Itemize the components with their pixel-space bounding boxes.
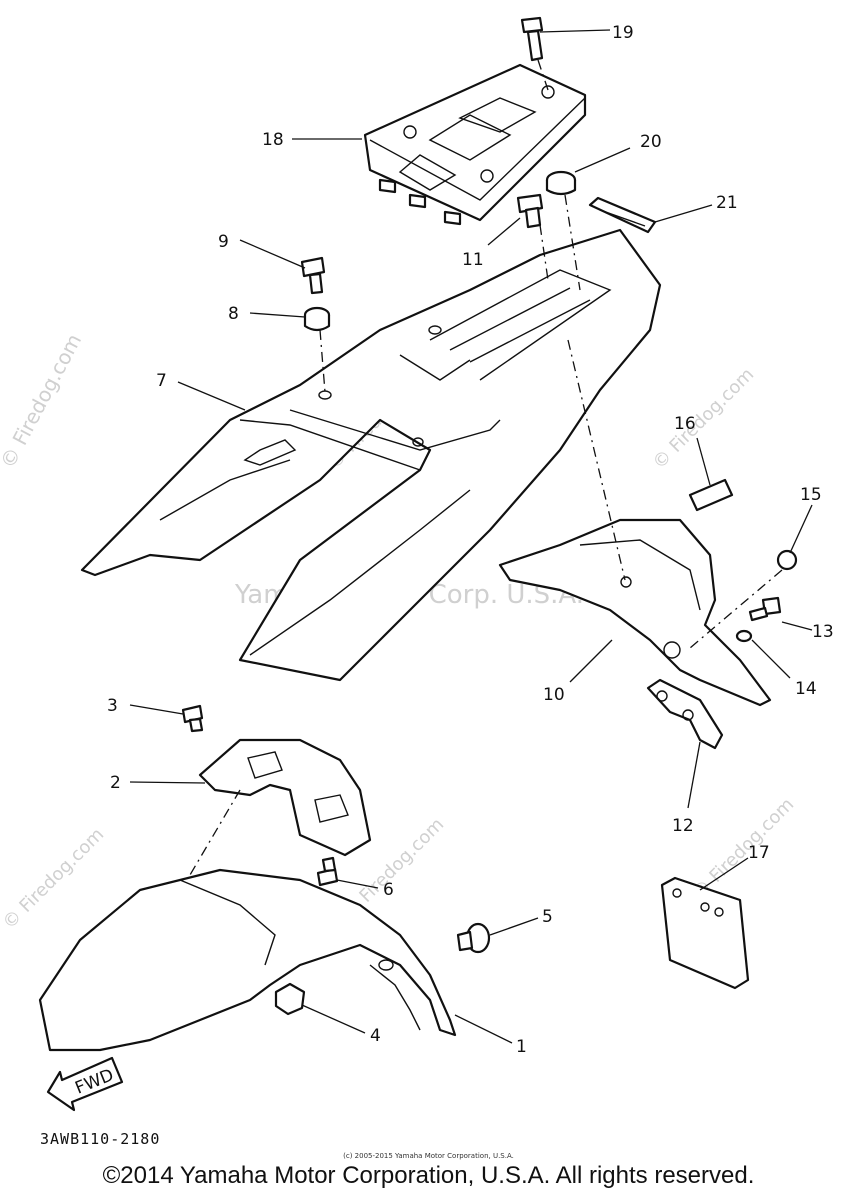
part-number-3: 3: [107, 696, 118, 716]
bolt-part-6: [316, 856, 339, 887]
assembly-line: [567, 339, 626, 581]
part-number-17: 17: [748, 843, 770, 863]
part-number-14: 14: [795, 679, 817, 699]
watermark-left: © Firedog.com: [0, 330, 86, 473]
watermark-lower-left: © Firedog.com: [0, 824, 108, 934]
part-number-4: 4: [370, 1026, 381, 1046]
part-number-15: 15: [800, 485, 822, 505]
collar-part-20: [545, 170, 577, 196]
caution-label-part-21: [588, 196, 657, 234]
front-fender-part-1: [38, 868, 457, 1052]
bracket-part-12: [646, 678, 724, 750]
rear-carrier-part-18: [363, 63, 587, 226]
rear-fender-part-7: [80, 228, 662, 682]
fender-stay-part-2: [198, 738, 372, 857]
part-number-7: 7: [156, 371, 167, 391]
nut-part-4: [274, 982, 306, 1016]
damper-part-8: [303, 306, 331, 332]
part-number-8: 8: [228, 304, 239, 324]
bolt-part-11: [516, 193, 544, 229]
part-number-20: 20: [640, 132, 662, 152]
copyright-footer: ©2014 Yamaha Motor Corporation, U.S.A. A…: [102, 1162, 755, 1189]
part-number-10: 10: [543, 685, 565, 705]
part-number-18: 18: [262, 130, 284, 150]
bolt-part-3: [181, 704, 204, 733]
screw-part-13: [748, 596, 782, 622]
part-number-21: 21: [716, 193, 738, 213]
part-number-16: 16: [674, 414, 696, 434]
bolt-part-19: [520, 16, 544, 62]
assembly-line: [319, 329, 326, 393]
reflector-part-16: [688, 478, 734, 512]
bolt-part-9: [300, 256, 326, 295]
assembly-line: [689, 569, 783, 649]
assembly-line: [539, 224, 549, 281]
washer-part-14: [735, 629, 753, 643]
assembly-line: [537, 59, 549, 91]
part-number-9: 9: [218, 232, 229, 252]
grommet-part-5: [456, 922, 491, 954]
part-number-6: 6: [383, 880, 394, 900]
part-number-2: 2: [110, 773, 121, 793]
part-number-11: 11: [462, 250, 484, 270]
drawing-code: 3AWB110-2180: [40, 1130, 161, 1148]
part-number-13: 13: [812, 622, 834, 642]
assembly-line: [564, 194, 581, 291]
part-number-5: 5: [542, 907, 553, 927]
plate-part-17: [660, 876, 750, 990]
copyright-small: (c) 2005-2015 Yamaha Motor Corporation, …: [343, 1152, 514, 1160]
assembly-line: [189, 789, 241, 876]
part-number-12: 12: [672, 816, 694, 836]
watermark-right: © Firedog.com: [649, 364, 759, 474]
nut-part-15: [776, 549, 798, 571]
tail-mount-part-10: [498, 518, 772, 707]
part-number-19: 19: [612, 23, 634, 43]
fwd-direction-arrow: FWD: [46, 1056, 124, 1112]
part-number-1: 1: [516, 1037, 527, 1057]
